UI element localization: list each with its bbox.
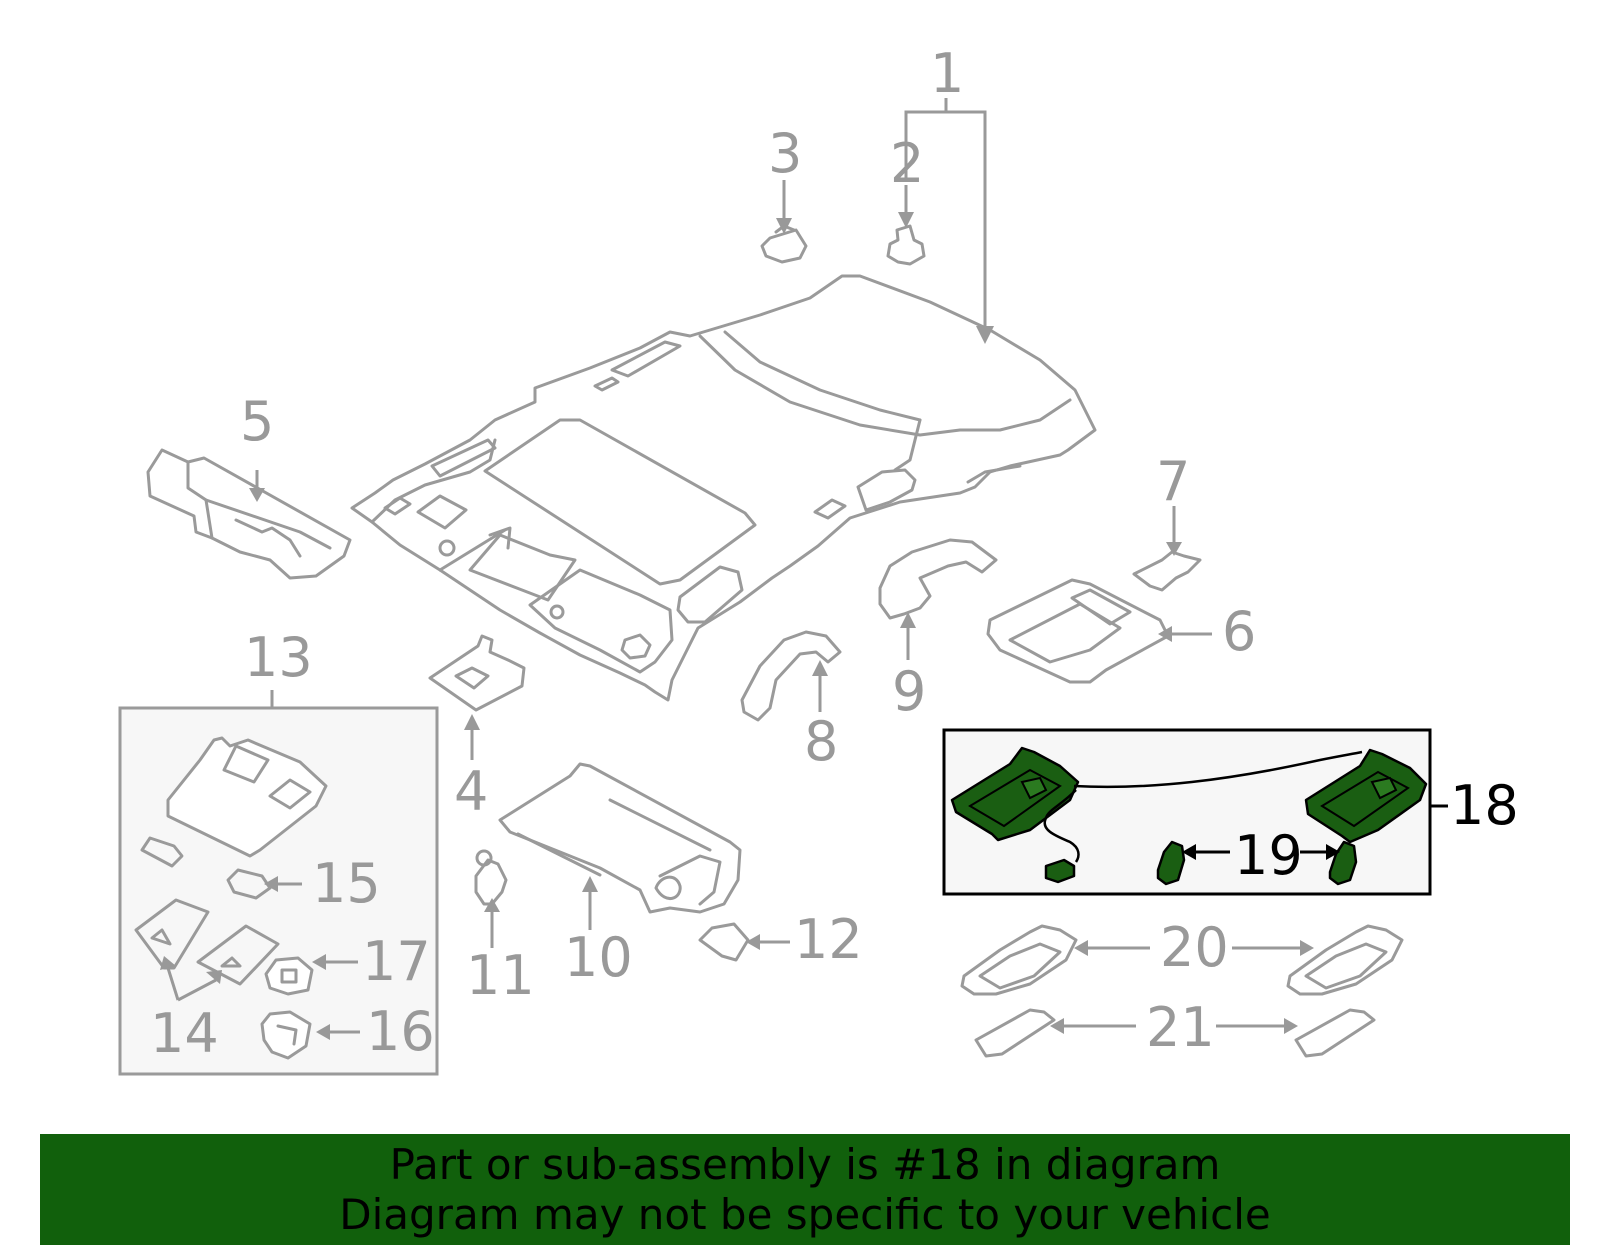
lenses-part-21 bbox=[974, 1008, 1376, 1058]
parts-diagram: 1 2 3 4 5 6 7 8 9 10 11 12 13 14 15 16 1… bbox=[118, 42, 1519, 1076]
callout-8: 8 bbox=[804, 710, 838, 773]
cover-part-12 bbox=[698, 922, 750, 962]
callout-3: 3 bbox=[768, 122, 802, 185]
callout-16: 16 bbox=[366, 1000, 435, 1063]
connector bbox=[1044, 858, 1076, 884]
lamp-housing-right bbox=[1304, 748, 1428, 844]
callout-17: 17 bbox=[362, 930, 431, 993]
callout-19: 19 bbox=[1234, 824, 1303, 887]
bracket-part-4 bbox=[428, 634, 526, 712]
callout-5: 5 bbox=[240, 390, 274, 453]
bulb-left bbox=[1156, 840, 1186, 886]
wire-harness bbox=[1073, 750, 1363, 789]
callout-18: 18 bbox=[1450, 774, 1519, 837]
kit-box-part-13 bbox=[118, 690, 439, 1076]
callout-13: 13 bbox=[244, 626, 313, 689]
clip-part-11 bbox=[474, 849, 508, 906]
info-banner: Part or sub-assembly is #18 in diagram D… bbox=[40, 1134, 1570, 1245]
sunvisor-part-10 bbox=[498, 762, 742, 914]
handle-part-8 bbox=[740, 630, 842, 722]
banner-line-1: Part or sub-assembly is #18 in diagram bbox=[389, 1140, 1221, 1189]
panel-part-5 bbox=[146, 448, 352, 580]
callout-12: 12 bbox=[794, 908, 863, 971]
callout-20: 20 bbox=[1160, 916, 1229, 979]
console-part-6 bbox=[986, 578, 1170, 684]
callout-21: 21 bbox=[1146, 996, 1215, 1059]
callout-2: 2 bbox=[890, 132, 924, 195]
clip-part-2 bbox=[886, 224, 926, 266]
callout-11: 11 bbox=[466, 944, 535, 1007]
callout-15: 15 bbox=[312, 852, 381, 915]
bulb-right bbox=[1328, 840, 1358, 886]
banner-line-2: Diagram may not be specific to your vehi… bbox=[339, 1190, 1271, 1239]
handle-part-9 bbox=[878, 538, 998, 620]
bracket-part-7 bbox=[1132, 550, 1202, 592]
arrow-1 bbox=[976, 326, 994, 344]
headliner-part-1 bbox=[350, 274, 1097, 702]
callout-14: 14 bbox=[150, 1002, 219, 1065]
callout-9: 9 bbox=[892, 660, 926, 723]
callout-10: 10 bbox=[564, 926, 633, 989]
lamp-housings-part-20 bbox=[960, 924, 1404, 996]
callout-1: 1 bbox=[930, 42, 964, 105]
callout-4: 4 bbox=[454, 760, 488, 823]
callout-7: 7 bbox=[1156, 450, 1190, 513]
kit-box-part-18 bbox=[942, 728, 1448, 896]
callout-6: 6 bbox=[1222, 600, 1256, 663]
